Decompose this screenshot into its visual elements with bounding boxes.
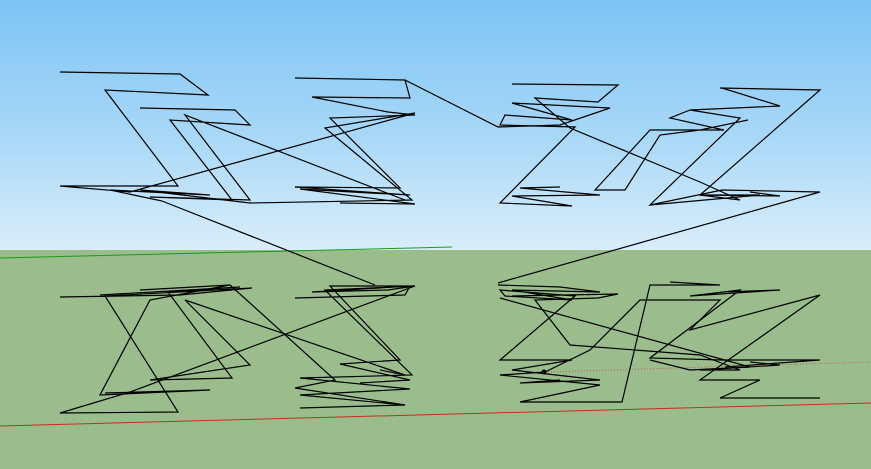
model-edges-lower-right-4[interactable] xyxy=(499,297,751,371)
model-edges-upper-right[interactable] xyxy=(511,83,781,201)
model-edges-upper-middle[interactable] xyxy=(294,77,416,205)
model-edges-upper-middle-2[interactable] xyxy=(404,79,611,207)
red-axis-hidden xyxy=(544,361,871,373)
model-edges-lower-right-3[interactable] xyxy=(499,281,821,403)
model-edges-lower-middle-2[interactable] xyxy=(497,284,601,384)
model-edges-lower-left[interactable] xyxy=(59,285,416,414)
model-edges-upper-right-3[interactable] xyxy=(649,87,822,206)
red-axis xyxy=(0,402,871,427)
model-edges-lower-right-2[interactable] xyxy=(648,289,821,368)
model-edges-upper-right-2[interactable] xyxy=(497,87,821,284)
model-edges-lower-left-2[interactable] xyxy=(99,286,406,381)
model-edges-upper-right-4[interactable] xyxy=(593,109,749,191)
model-edges-upper-left-3[interactable] xyxy=(161,200,376,286)
model-edges-lower-right[interactable] xyxy=(511,293,781,371)
green-axis xyxy=(0,246,453,259)
model-edges-lower-left-3[interactable] xyxy=(98,284,231,396)
model-edges-lower-middle[interactable] xyxy=(294,285,416,384)
model-edges-lower-left-4[interactable] xyxy=(229,284,406,409)
model-edges-upper-left-2[interactable] xyxy=(139,107,406,201)
model-edges-upper-left[interactable] xyxy=(59,71,416,204)
origin-point[interactable] xyxy=(541,369,547,375)
